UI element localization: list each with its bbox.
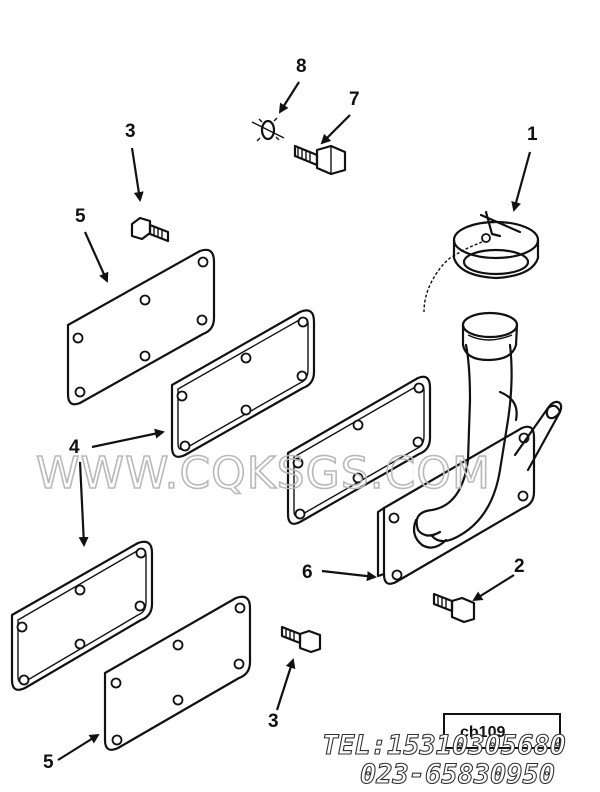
watermark-phone: 023-65830950 (360, 759, 555, 790)
callout-4: 4 (69, 428, 165, 547)
bolt-part-right (432, 592, 476, 624)
leader-arrow-5-top (83, 231, 109, 283)
screw-part-top (130, 216, 170, 243)
callout-label-7: 7 (349, 89, 360, 110)
callout-8: 8 (278, 56, 307, 114)
leader-arrow-6 (321, 569, 377, 582)
leader-arrow-7 (320, 114, 351, 145)
hex-bolt-part (293, 144, 347, 176)
callout-label-6: 6 (302, 562, 313, 583)
filler-cap-part (423, 210, 540, 313)
reference-box: cb109 (443, 713, 561, 749)
leader-arrow-5-bottom (57, 733, 100, 761)
leader-arrow-3-top (130, 147, 144, 202)
callout-label-5-top: 5 (75, 206, 86, 227)
leader-arrow-8 (278, 81, 300, 114)
leader-arrow-3-bottom (275, 658, 296, 711)
callout-label-4: 4 (69, 437, 80, 458)
callout-label-5-bottom: 5 (43, 752, 54, 773)
callout-7: 7 (320, 89, 360, 145)
leader-arrow-2 (472, 574, 515, 602)
callout-5-bottom: 5 (43, 733, 100, 773)
callout-label-8: 8 (296, 56, 307, 77)
cover-plate-bottom (103, 595, 252, 751)
callout-3-bottom: 3 (268, 658, 296, 732)
callout-1: 1 (511, 124, 538, 212)
callout-3-top: 3 (125, 121, 144, 202)
gasket-top (170, 309, 316, 458)
lock-washer-part (251, 117, 285, 142)
leader-arrow-4-down (78, 461, 89, 547)
filler-tube-housing (376, 311, 563, 585)
watermark-tel: TEL:15310305680 (322, 730, 566, 761)
cover-plate-top (66, 248, 216, 406)
callout-label-3-bottom: 3 (268, 711, 279, 732)
leader-arrow-4-right (91, 428, 165, 449)
callout-label-1: 1 (527, 124, 538, 145)
callout-label-2: 2 (514, 556, 525, 577)
watermark-site: WWW.CQKSGS.COM (36, 448, 491, 499)
gasket-middle (286, 375, 432, 525)
gasket-bottom (10, 540, 154, 691)
reference-box-text: cb109 (460, 724, 505, 741)
callout-label-3-top: 3 (125, 121, 136, 142)
callout-2: 2 (472, 556, 525, 602)
callout-5-top: 5 (75, 206, 109, 283)
leader-arrow-1 (511, 151, 532, 212)
callout-6: 6 (302, 562, 377, 583)
screw-part-bottom (280, 625, 322, 654)
